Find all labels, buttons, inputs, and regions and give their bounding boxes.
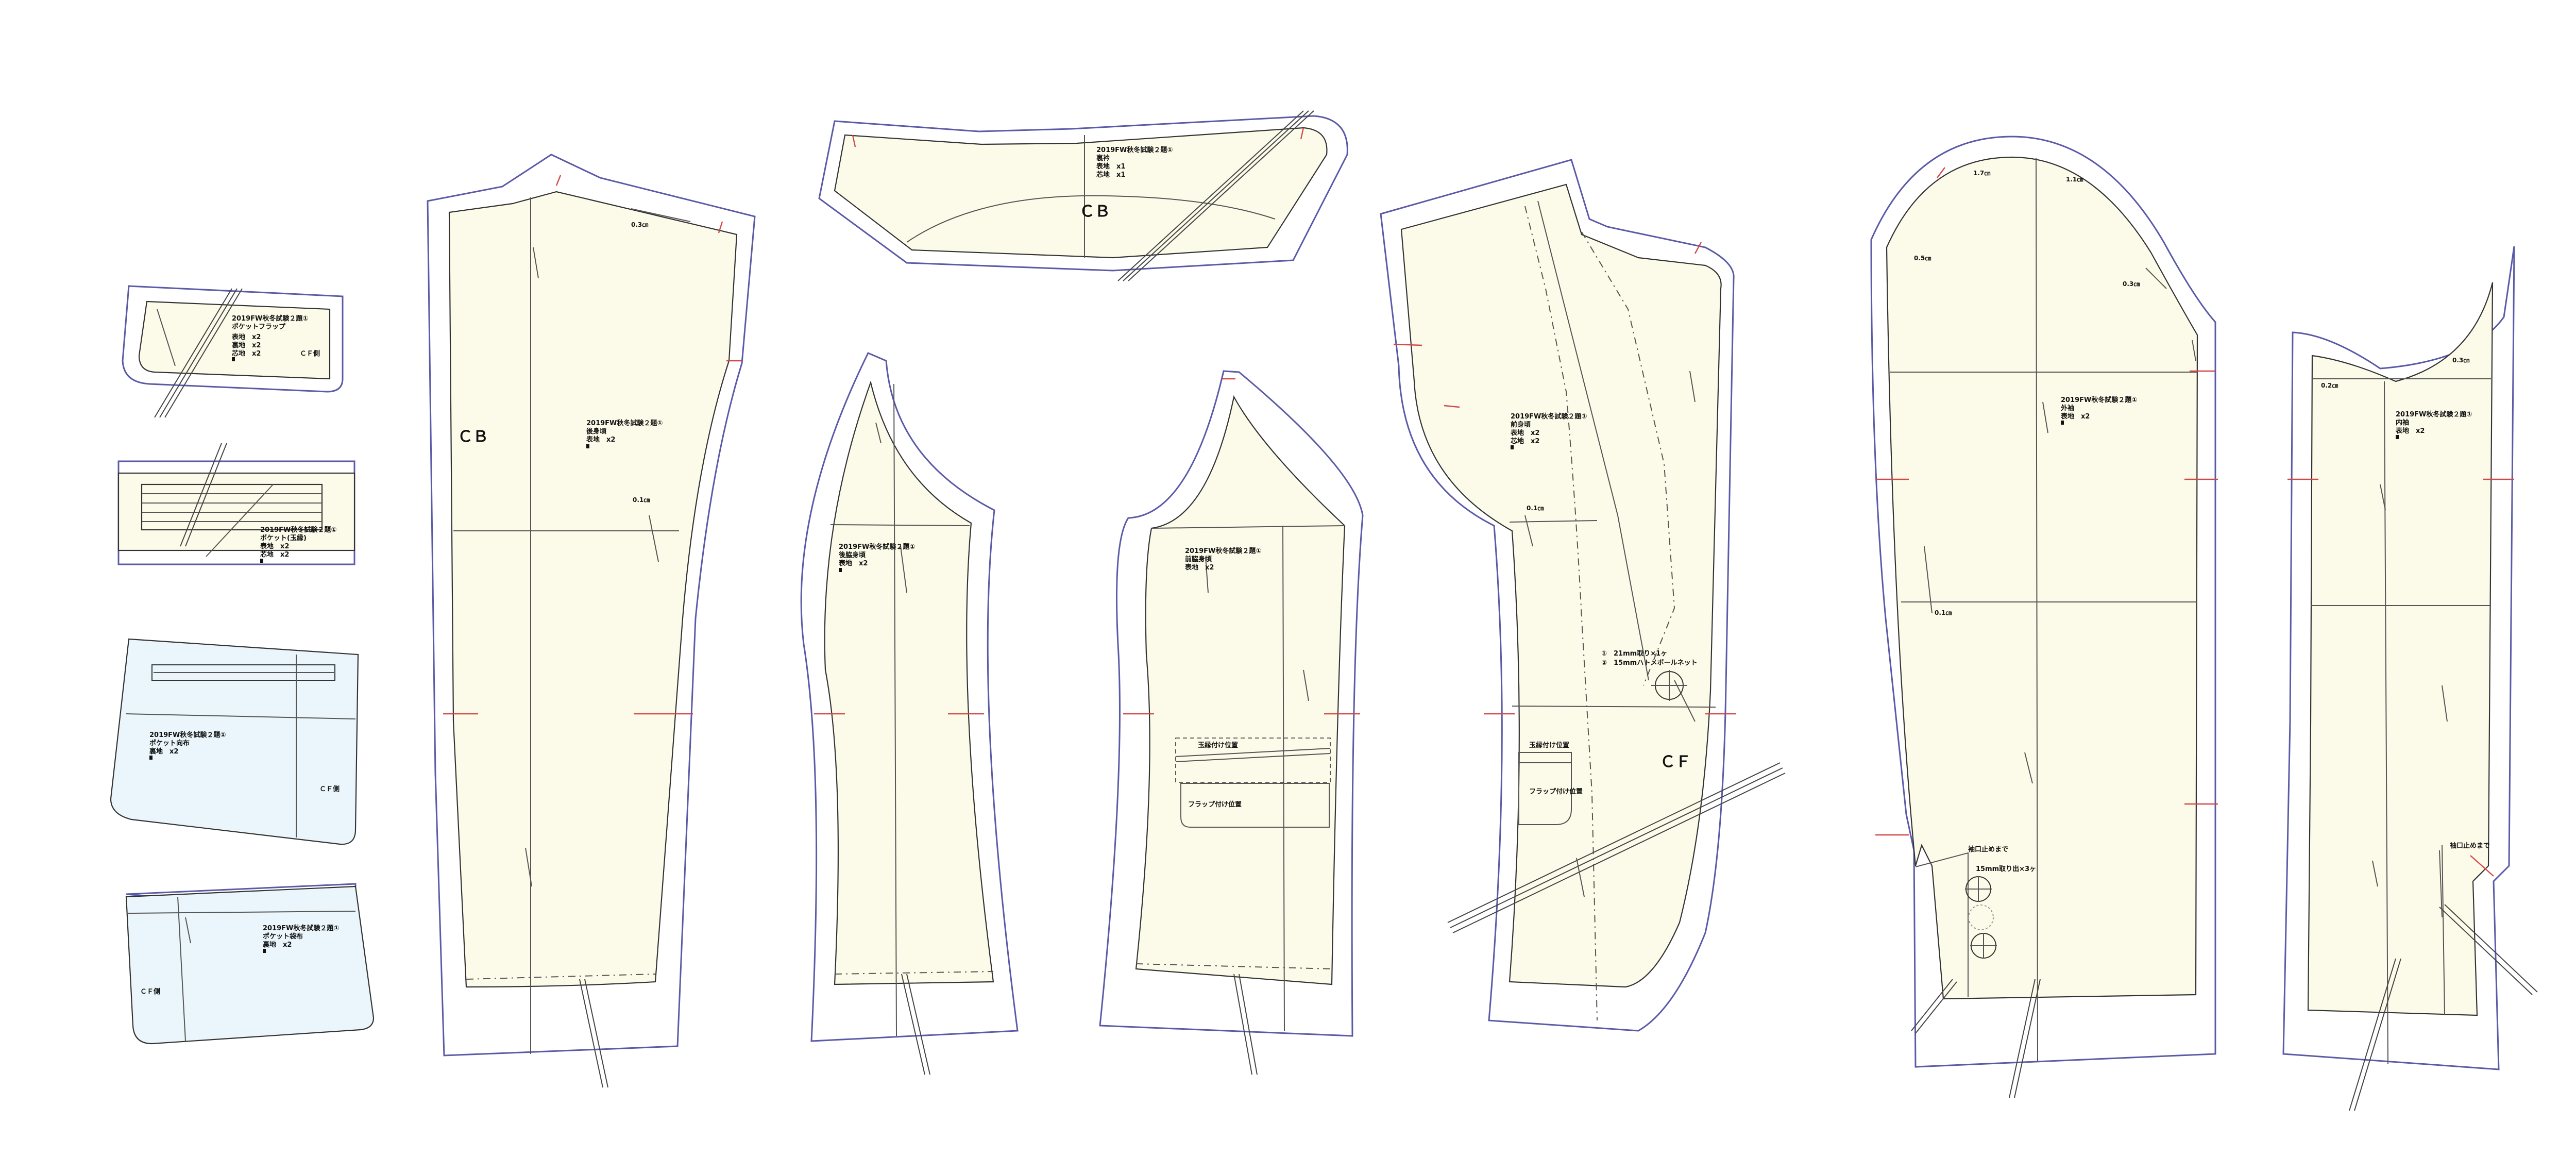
side-back-name: 後脇身頃	[839, 551, 866, 559]
front-body-line-2: 芯地 x2	[1511, 437, 1539, 445]
collar-line-2: 芯地 x1	[1096, 171, 1125, 179]
back-body-piece[interactable]: ＣＢ 2019FW秋冬試験２題① 後身頃 表地 x2 0.3㎝ 0.1㎝	[427, 154, 756, 1088]
side-front-flap-note: フラップ付け位置	[1188, 800, 1242, 809]
top-sleeve-mark-3: 0.5㎝	[1914, 255, 1931, 262]
pocket-flap-line-1: 表地 x2	[231, 333, 261, 341]
under-sleeve-name: 内袖	[2396, 418, 2409, 427]
side-front-title: 2019FW秋冬試験２題①	[1185, 547, 1261, 555]
front-body-title: 2019FW秋冬試験２題①	[1511, 412, 1587, 421]
pocket-bag-lining-piece[interactable]: 2019FW秋冬試験２題① ポケット向布 裏地 x2 ＣＦ側	[110, 638, 359, 845]
collar-cb-label: ＣＢ	[1079, 203, 1110, 221]
pocket-bag-line-1: 裏地 x2	[262, 941, 292, 949]
back-body-cb-label: ＣＢ	[457, 428, 488, 446]
side-back-title: 2019FW秋冬試験２題①	[839, 543, 915, 551]
front-body-cf-label: ＣＦ	[1660, 753, 1691, 771]
pocket-flap-piece[interactable]: 2019FW秋冬試験２題① ポケットフラップ 表地 x2 裏地 x2 芯地 x2…	[122, 285, 344, 418]
front-body-welt-note: 玉縁付け位置	[1529, 741, 1569, 749]
collar-line-1: 表地 x1	[1096, 162, 1125, 171]
front-body-line-1: 表地 x2	[1510, 429, 1539, 437]
pocket-bag-lining-title: 2019FW秋冬試験２題①	[149, 731, 226, 739]
under-sleeve-line-1: 表地 x2	[2395, 427, 2425, 435]
front-body-flap-note: フラップ付け位置	[1529, 787, 1583, 796]
back-body-name: 後身頃	[586, 427, 607, 435]
front-body-name: 前身頃	[1511, 421, 1531, 429]
collar-name: 裏衿	[1096, 154, 1110, 162]
side-front-welt-note: 玉縁付け位置	[1198, 741, 1238, 749]
back-body-mark-top: 0.3㎝	[631, 221, 648, 228]
pocket-welt-line-1: 表地 x2	[260, 542, 289, 550]
under-sleeve-mark-1: 0.2㎝	[2321, 382, 2338, 389]
side-front-line-1: 表地 x2	[1184, 563, 1214, 572]
side-back-piece[interactable]: 2019FW秋冬試験２題① 後脇身頃 表地 x2	[800, 352, 1019, 1075]
pocket-bag-lining-name: ポケット向布	[149, 739, 190, 747]
top-sleeve-piece[interactable]: 2019FW秋冬試験２題① 外袖 表地 x2 1.7㎝ 1.1㎝ 0.5㎝ 0.…	[1870, 136, 2218, 1098]
front-body-piece[interactable]: ＣＦ 2019FW秋冬試験２題① 前身頃 表地 x2 芯地 x2 0.1㎝ ① …	[1380, 159, 1786, 1032]
pocket-bag-lining-cf-label: ＣＦ側	[319, 785, 340, 793]
top-sleeve-note-2: 15mm取り出×3ヶ	[1976, 865, 2036, 873]
front-body-mark: 0.1㎝	[1527, 505, 1544, 512]
pocket-flap-name: ポケットフラップ	[232, 323, 286, 331]
top-sleeve-mark-1: 1.7㎝	[1973, 170, 1990, 177]
top-sleeve-note-1: 袖口止めまで	[1968, 845, 2008, 853]
under-sleeve-title: 2019FW秋冬試験２題①	[2396, 410, 2472, 418]
top-sleeve-name: 外袖	[2060, 404, 2074, 412]
pocket-welt-piece[interactable]: 2019FW秋冬試験２題① ポケット(玉縁) 表地 x2 芯地 x2	[117, 443, 355, 565]
under-sleeve-mark-2: 0.3㎝	[2452, 357, 2469, 364]
pocket-welt-line-2: 芯地 x2	[260, 550, 289, 559]
back-body-title: 2019FW秋冬試験２題①	[586, 419, 663, 427]
back-body-mark-side: 0.1㎝	[633, 496, 650, 504]
top-sleeve-mark-4: 0.3㎝	[2123, 280, 2140, 288]
front-body-button-1: ① 21mm取り×1ヶ	[1601, 650, 1667, 658]
top-sleeve-title: 2019FW秋冬試験２題①	[2061, 396, 2137, 404]
pocket-bag-cf-label: ＣＦ側	[140, 987, 160, 996]
top-sleeve-line-1: 表地 x2	[2060, 412, 2090, 421]
pocket-bag-title: 2019FW秋冬試験２題①	[263, 924, 339, 932]
pocket-flap-title: 2019FW秋冬試験２題①	[232, 314, 308, 323]
pocket-welt-name: ポケット(玉縁)	[260, 534, 307, 542]
pocket-flap-line-3: 芯地 x2	[232, 349, 261, 358]
top-sleeve-mark-5: 0.1㎝	[1935, 609, 1952, 616]
pocket-bag-piece[interactable]: 2019FW秋冬試験２題① ポケット袋布 裏地 x2 ＣＦ側	[125, 883, 375, 1045]
top-sleeve-mark-2: 1.1㎝	[2066, 176, 2083, 183]
collar-piece[interactable]: ＣＢ 2019FW秋冬試験２題① 裏衿 表地 x1 芯地 x1	[818, 110, 1348, 281]
collar-title: 2019FW秋冬試験２題①	[1096, 146, 1173, 154]
back-body-line-1: 表地 x2	[586, 435, 615, 444]
under-sleeve-note: 袖口止めまで	[2450, 842, 2490, 850]
side-back-line-1: 表地 x2	[838, 559, 868, 567]
side-front-name: 前脇身頃	[1185, 555, 1212, 563]
pocket-bag-lining-line-1: 裏地 x2	[149, 747, 178, 756]
pocket-flap-line-2: 裏地 x2	[231, 341, 261, 349]
front-body-button-2: ② 15mmハトメボールネット	[1601, 659, 1698, 667]
pocket-flap-cf-label: ＣＦ側	[300, 349, 320, 358]
under-sleeve-piece[interactable]: 2019FW秋冬試験２題① 内袖 表地 x2 0.2㎝ 0.3㎝ 袖口止めまで	[2282, 246, 2538, 1111]
pocket-bag-name: ポケット袋布	[263, 932, 303, 941]
pocket-welt-title: 2019FW秋冬試験２題①	[260, 526, 336, 534]
side-front-piece[interactable]: 2019FW秋冬試験２題① 前脇身頃 表地 x2 玉縁付け位置 フラップ付け位置	[1099, 370, 1364, 1075]
